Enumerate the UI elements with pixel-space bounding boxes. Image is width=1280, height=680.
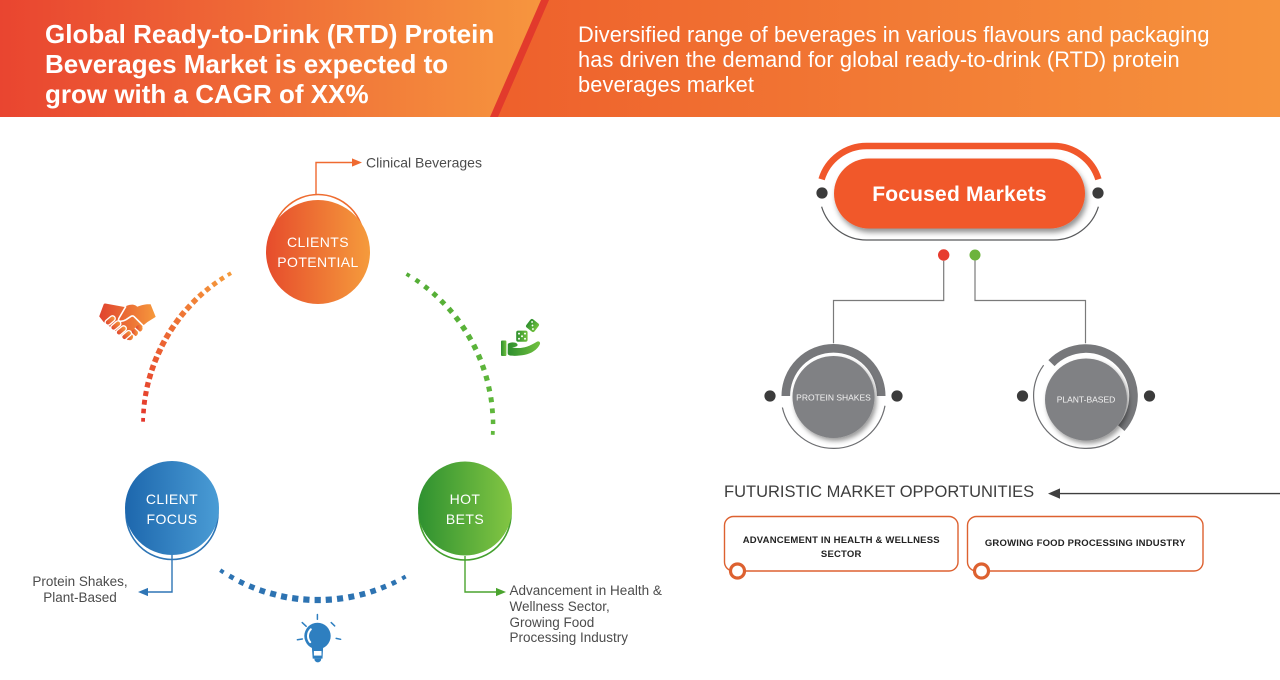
svg-text:PLANT-BASED: PLANT-BASED [1057,395,1116,405]
svg-text:CLIENT: CLIENT [146,491,198,507]
svg-text:CLIENTS: CLIENTS [287,234,349,250]
svg-text:HOT: HOT [450,491,481,507]
svg-text:POTENTIAL: POTENTIAL [277,254,358,270]
svg-text:BETS: BETS [446,511,484,527]
svg-text:FOCUS: FOCUS [147,511,198,527]
svg-text:PROTEIN SHAKES: PROTEIN SHAKES [796,393,871,403]
svg-text:Focused Markets: Focused Markets [872,183,1047,206]
svg-text:Clinical Beverages: Clinical Beverages [366,155,482,171]
